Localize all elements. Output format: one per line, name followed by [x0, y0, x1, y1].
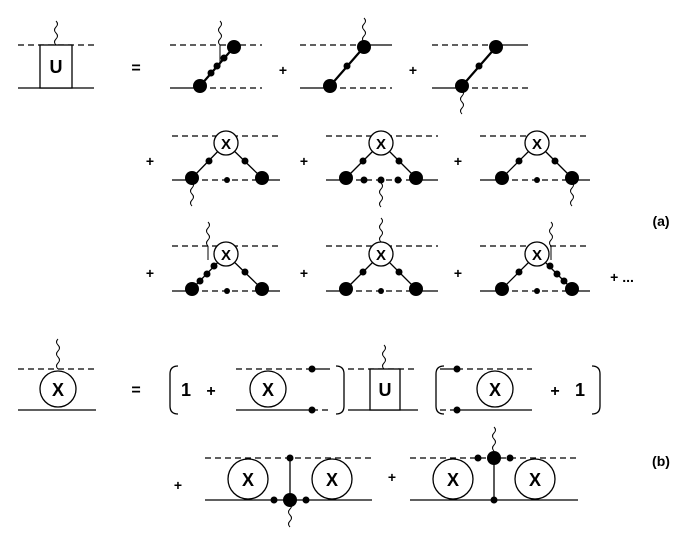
- term-b3: X X: [205, 454, 372, 528]
- term-a4: X: [172, 130, 280, 207]
- x-label: X: [532, 136, 542, 153]
- x-label: X: [242, 470, 254, 490]
- part-a-label: (a): [652, 213, 669, 229]
- plus-sign: +: [300, 153, 308, 169]
- x-label: X: [376, 136, 386, 153]
- left-bracket: [435, 365, 445, 415]
- u-vertex-diagram-lhs: U: [18, 20, 94, 89]
- term-b2: X: [440, 365, 532, 414]
- one-term: 1: [181, 380, 191, 400]
- plus-sign: +: [146, 265, 154, 281]
- x-label: X: [326, 470, 338, 490]
- term-a5: X: [326, 130, 438, 208]
- x-label: X: [221, 247, 231, 264]
- x-label: X: [532, 247, 542, 264]
- right-bracket: [335, 365, 345, 415]
- plus-sign: +: [206, 383, 215, 400]
- term-a7: X: [172, 221, 280, 296]
- x-label: X: [447, 470, 459, 490]
- term-a3: [432, 40, 528, 115]
- x-vertex-diagram-lhs: X: [18, 338, 96, 411]
- equals-sign: =: [131, 382, 140, 399]
- x-label: X: [221, 136, 231, 153]
- u-box-label: U: [379, 380, 392, 400]
- plus-sign: +: [454, 265, 462, 281]
- plus-sign: +: [454, 153, 462, 169]
- plus-sign: +: [279, 62, 287, 78]
- plus-sign: +: [388, 469, 396, 485]
- plus-sign: +: [550, 383, 559, 400]
- plus-sign: +: [409, 62, 417, 78]
- equals-sign: =: [131, 60, 140, 77]
- x-label: X: [529, 470, 541, 490]
- term-a9: X: [480, 221, 590, 296]
- ellipsis: + ...: [610, 269, 634, 285]
- left-bracket: [169, 365, 179, 415]
- term-a8: X: [326, 217, 438, 296]
- plus-sign: +: [174, 477, 182, 493]
- one-term: 1: [575, 380, 585, 400]
- term-a2: [300, 17, 392, 93]
- term-a1: [170, 20, 262, 93]
- u-vertex-diagram-inner: U: [348, 344, 418, 411]
- term-b4: X X: [410, 426, 578, 504]
- term-b1: X: [236, 365, 330, 414]
- x-label: X: [489, 380, 501, 400]
- right-bracket: [591, 365, 601, 415]
- x-label: X: [376, 247, 386, 264]
- plus-sign: +: [146, 153, 154, 169]
- plus-sign: +: [300, 265, 308, 281]
- u-box: [369, 368, 401, 411]
- part-b-label: (b): [652, 453, 670, 469]
- x-label: X: [52, 380, 64, 400]
- term-a6: X: [480, 130, 590, 207]
- u-box: [39, 44, 73, 89]
- x-label: X: [262, 380, 274, 400]
- u-box-label: U: [50, 57, 63, 77]
